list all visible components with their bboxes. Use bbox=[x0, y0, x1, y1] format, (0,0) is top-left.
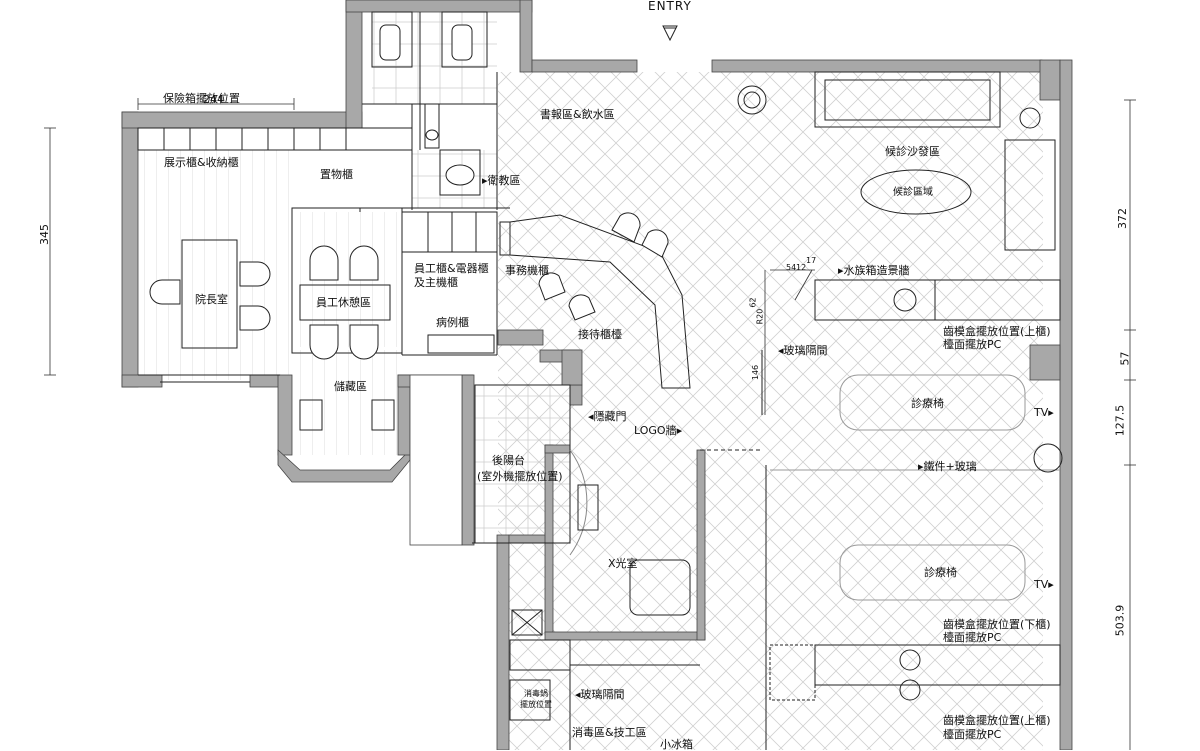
office-cabinet-label: 事務機櫃 bbox=[505, 264, 549, 277]
sterilizer-label-1: 消毒鍋 bbox=[524, 689, 548, 698]
dim-54: 54 bbox=[786, 263, 797, 272]
entry-arrow-icon bbox=[662, 25, 678, 42]
balcony-tiles bbox=[475, 385, 570, 543]
model-box-lower-label-2: 檯面擺放PC bbox=[943, 631, 1002, 644]
dim-r20: R20 bbox=[755, 308, 765, 325]
dental-chair-label-1: 診療椅 bbox=[911, 397, 944, 410]
aquarium-wall-label: ▸水族箱造景牆 bbox=[838, 264, 910, 277]
hygiene-label: ▸衛教區 bbox=[482, 174, 521, 187]
balcony-label-2: (室外機擺放位置) bbox=[477, 470, 563, 483]
dimension-lines bbox=[44, 98, 1136, 750]
staff-cabinet-label-2: 及主機櫃 bbox=[414, 276, 458, 289]
model-box-upper-label-1: 齒模盒擺放位置(上櫃) bbox=[943, 325, 1051, 338]
storage-planks bbox=[300, 350, 400, 455]
sterilize-tech-label: 消毒區&技工區 bbox=[572, 726, 647, 739]
dim-146: 146 bbox=[751, 364, 761, 381]
logo-wall-label: LOGO牆▸ bbox=[634, 424, 683, 437]
iron-glass-label: ▸鐵件+玻璃 bbox=[918, 460, 977, 473]
waiting-area-label: 候診區域 bbox=[893, 187, 933, 198]
tv-label-1: TV▸ bbox=[1034, 406, 1054, 419]
sterilizer-label-2: 擺放位置 bbox=[520, 700, 552, 709]
hidden-door-label: ◂隱藏門 bbox=[588, 410, 627, 423]
model-box-upper-b-label-2: 檯面擺放PC bbox=[943, 728, 1002, 741]
staff-cabinet-label-1: 員工櫃&電器櫃 bbox=[414, 262, 489, 275]
dim-57: 57 bbox=[1118, 351, 1132, 366]
dim-503-9: 503.9 bbox=[1113, 604, 1127, 637]
balcony-label-1: 後陽台 bbox=[492, 454, 525, 467]
chairs bbox=[149, 24, 669, 360]
model-box-upper-b-label-1: 齒模盒擺放位置(上櫃) bbox=[943, 714, 1051, 727]
reading-water-label: 書報區&飲水區 bbox=[540, 108, 615, 121]
model-box-lower-label-1: 齒模盒擺放位置(下櫃) bbox=[943, 618, 1051, 631]
staff-lounge-label: 員工休憩區 bbox=[316, 296, 371, 309]
dim-62: 62 bbox=[748, 297, 758, 308]
entry-label: ENTRY bbox=[648, 0, 692, 13]
interior-lines bbox=[137, 11, 1063, 750]
director-planks bbox=[138, 150, 293, 380]
waiting-sofa-label: 候診沙發區 bbox=[885, 145, 940, 158]
xray-label: X光室 bbox=[608, 557, 638, 570]
director-room-label: 院長室 bbox=[195, 293, 228, 306]
glass-partition-label-2: ◂玻璃隔間 bbox=[575, 688, 625, 701]
dim-345: 345 bbox=[38, 224, 51, 245]
glass-partition-label-1: ◂玻璃隔間 bbox=[778, 344, 828, 357]
model-box-upper-label-2: 檯面擺放PC bbox=[943, 338, 1002, 351]
records-cabinet-label: 病例櫃 bbox=[436, 316, 469, 329]
shelf-cabinet-label: 置物櫃 bbox=[320, 168, 353, 181]
safe-box-label: 保險箱擺放位置 bbox=[163, 92, 240, 105]
dim-17: 17 bbox=[806, 256, 817, 265]
tv-label-2: TV▸ bbox=[1034, 578, 1054, 591]
storage-label: 儲藏區 bbox=[334, 380, 367, 393]
dim-372: 372 bbox=[1116, 208, 1129, 229]
dim-127-5: 127.5 bbox=[1113, 404, 1127, 437]
dim-244: 244 bbox=[203, 93, 224, 106]
reception-counter-label: 接待櫃檯 bbox=[578, 328, 622, 341]
dental-chair-label-2: 診療椅 bbox=[924, 566, 957, 579]
walls bbox=[121, 0, 1073, 750]
fridge-label: 小冰箱 bbox=[660, 738, 693, 751]
dim-12: 12 bbox=[796, 263, 807, 272]
display-cabinet-label: 展示櫃&收納櫃 bbox=[164, 156, 239, 169]
